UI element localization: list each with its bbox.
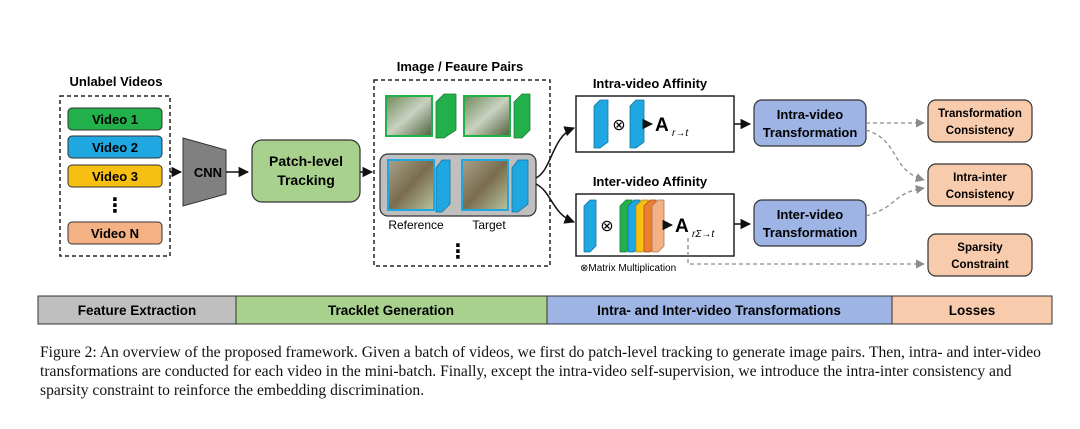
pairs-title: Image / Feaure Pairs bbox=[397, 59, 523, 74]
dash-inter-to-intra-inter-loss bbox=[865, 184, 925, 217]
cnn-label: CNN bbox=[194, 165, 222, 180]
feature-mid-tgt bbox=[511, 159, 529, 213]
loss-sparsity-box bbox=[927, 233, 1033, 277]
cnn-block bbox=[182, 137, 227, 207]
video-1-label: Video 1 bbox=[92, 112, 138, 127]
inter-transform-box bbox=[753, 199, 867, 247]
stage-losses bbox=[891, 295, 1053, 325]
unlabel-videos-frame bbox=[59, 95, 171, 257]
image-pair-mid-tgt bbox=[461, 159, 509, 211]
pairs-frame bbox=[373, 79, 551, 267]
dash-affinity-to-sparsity-loss bbox=[687, 238, 925, 269]
stage-transformations-label: Intra- and Inter-video Transformations bbox=[597, 303, 841, 318]
stage-losses-label: Losses bbox=[949, 303, 996, 318]
video-2-box bbox=[67, 135, 163, 159]
intra-transform-line2: Transformation bbox=[763, 125, 858, 140]
pairs-ellipsis: ⋮ bbox=[448, 241, 468, 263]
target-label: Target bbox=[472, 218, 506, 232]
intra-affinity-title: Intra-video Affinity bbox=[593, 76, 708, 91]
loss-sparsity-line1: Sparsity bbox=[957, 242, 1003, 254]
stage-feature-extraction bbox=[37, 295, 237, 325]
feature-mid-ref bbox=[435, 159, 451, 213]
image-pair-top-tgt bbox=[463, 95, 511, 137]
loss-intra-inter-line1: Intra-inter bbox=[953, 172, 1007, 184]
image-pair-mid-ref bbox=[387, 159, 435, 211]
loss-intra-inter-box bbox=[927, 163, 1033, 207]
video-n-box bbox=[67, 221, 163, 245]
intra-otimes: ⊗ bbox=[612, 117, 625, 134]
stage-feature-extraction-label: Feature Extraction bbox=[78, 303, 197, 318]
intra-affinity-subscript: r→t bbox=[672, 128, 689, 139]
patch-tracking-box bbox=[251, 139, 361, 203]
loss-transformation-line2: Consistency bbox=[946, 125, 1015, 137]
loss-transformation-box bbox=[927, 99, 1033, 143]
video-3-label: Video 3 bbox=[92, 169, 138, 184]
inter-transform-line1: Inter-video bbox=[777, 207, 844, 222]
matrix-multiplication-note: ⊗Matrix Multiplication bbox=[580, 263, 676, 274]
inter-feature-peach bbox=[651, 199, 665, 253]
feature-top-tgt bbox=[513, 93, 531, 139]
framework-diagram: Unlabel Videos Video 1 Video 2 Video 3 ⋮… bbox=[37, 59, 1053, 325]
patch-tracking-line2: Tracking bbox=[277, 172, 335, 188]
videos-ellipsis: ⋮ bbox=[105, 195, 125, 217]
video-3-box bbox=[67, 164, 163, 188]
inter-affinity-subscript: rΣ→t bbox=[692, 229, 715, 240]
inter-affinity-title: Inter-video Affinity bbox=[593, 174, 708, 189]
loss-intra-inter-line2: Consistency bbox=[946, 189, 1015, 201]
loss-transformation-line1: Transformation bbox=[938, 108, 1022, 120]
arrow-pairs-to-intra bbox=[535, 126, 575, 179]
inter-otimes: ⊗ bbox=[600, 218, 613, 235]
video-2-label: Video 2 bbox=[92, 140, 138, 155]
inter-feature-1 bbox=[583, 199, 597, 253]
video-1-box bbox=[67, 107, 163, 131]
figure-caption: Figure 2: An overview of the proposed fr… bbox=[40, 344, 1041, 399]
intra-feature-2 bbox=[629, 99, 645, 149]
video-n-label: Video N bbox=[91, 226, 139, 241]
inter-transform-line2: Transformation bbox=[763, 225, 858, 240]
patch-tracking-line1: Patch-level bbox=[269, 153, 343, 169]
image-pair-top-ref bbox=[385, 95, 433, 137]
intra-feature-1 bbox=[593, 99, 609, 149]
unlabel-videos-title: Unlabel Videos bbox=[70, 74, 163, 89]
intra-transform-line1: Intra-video bbox=[777, 107, 844, 122]
intra-affinity-A: A bbox=[655, 115, 669, 136]
loss-sparsity-line2: Constraint bbox=[951, 259, 1009, 271]
reference-label: Reference bbox=[388, 218, 444, 232]
dash-intra-to-intra-inter-loss bbox=[865, 129, 925, 183]
arrow-pairs-to-inter bbox=[535, 183, 575, 224]
stage-tracklet-generation-label: Tracklet Generation bbox=[328, 303, 454, 318]
inter-affinity-A: A bbox=[675, 216, 689, 237]
feature-top-ref bbox=[435, 93, 457, 139]
